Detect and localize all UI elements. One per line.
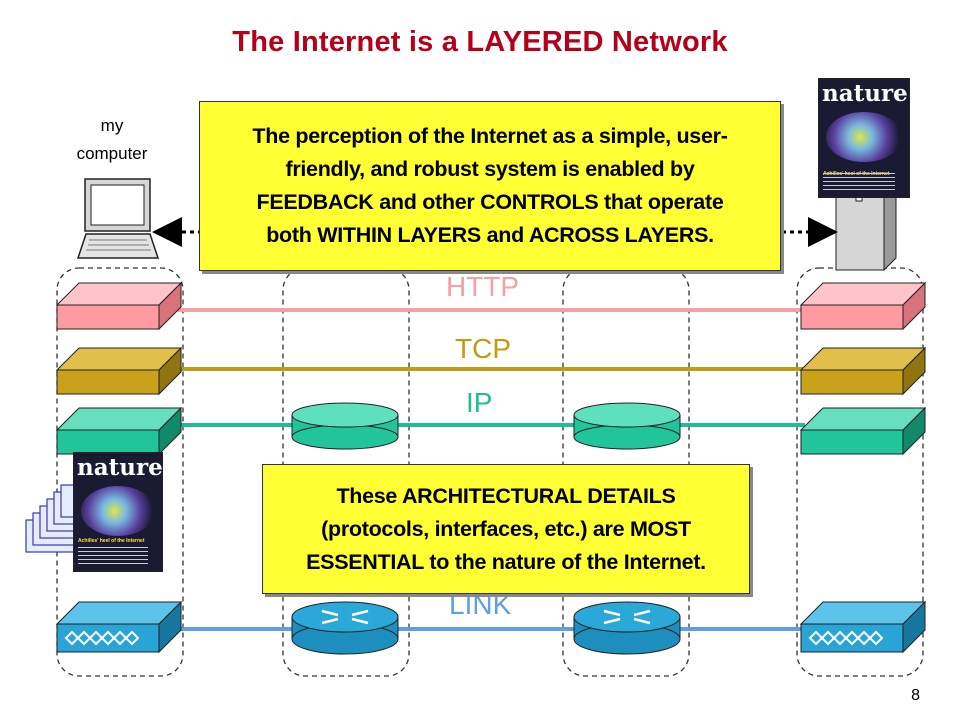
tcp-layer-label: TCP: [455, 333, 511, 364]
http-layer-label: HTTP: [446, 271, 520, 302]
nature-brand: nature: [822, 80, 908, 107]
laptop-icon: [76, 178, 160, 259]
my-computer-label: my computer: [76, 116, 148, 163]
http-box-left: [55, 281, 183, 331]
ip-box-right: [799, 406, 927, 456]
tcp-box-right: [799, 346, 927, 396]
page-number: 8: [911, 687, 920, 704]
cover-text-lines: [823, 173, 895, 190]
architectural-details-callout: These ARCHITECTURAL DETAILS (protocols, …: [262, 464, 750, 594]
column-host-left: [56, 267, 184, 677]
callout-bottom-text: These ARCHITECTURAL DETAILS (protocols, …: [306, 483, 706, 574]
tcp-box-left: [55, 346, 183, 396]
ip-cylinder-router-1: [291, 402, 399, 450]
feedback-controls-callout: The perception of the Internet as a simp…: [199, 101, 781, 271]
link-layer-label: LINK: [449, 589, 512, 620]
ip-layer-label: IP: [466, 387, 493, 418]
router-icon-1: [291, 601, 399, 655]
cover-artwork: [81, 486, 155, 536]
ip-box-left: [55, 406, 183, 456]
router-icon-2: [573, 601, 681, 655]
ip-cylinder-router-2: [573, 402, 681, 450]
slide-title: The Internet is a LAYERED Network: [232, 26, 728, 58]
nature-brand: nature: [77, 454, 163, 481]
cover-caption: Achilles' heel of the Internet: [78, 537, 145, 544]
nature-cover-top-right: nature Achilles' heel of the Internet: [818, 78, 910, 198]
http-box-right: [799, 281, 927, 331]
nature-cover-bottom-left: nature Achilles' heel of the Internet: [73, 452, 163, 572]
callout-top-text: The perception of the Internet as a simp…: [252, 124, 728, 247]
link-switch-left: [55, 600, 183, 654]
cover-text-lines: [78, 547, 149, 564]
link-switch-right: [799, 600, 927, 654]
cover-artwork: [826, 112, 902, 162]
